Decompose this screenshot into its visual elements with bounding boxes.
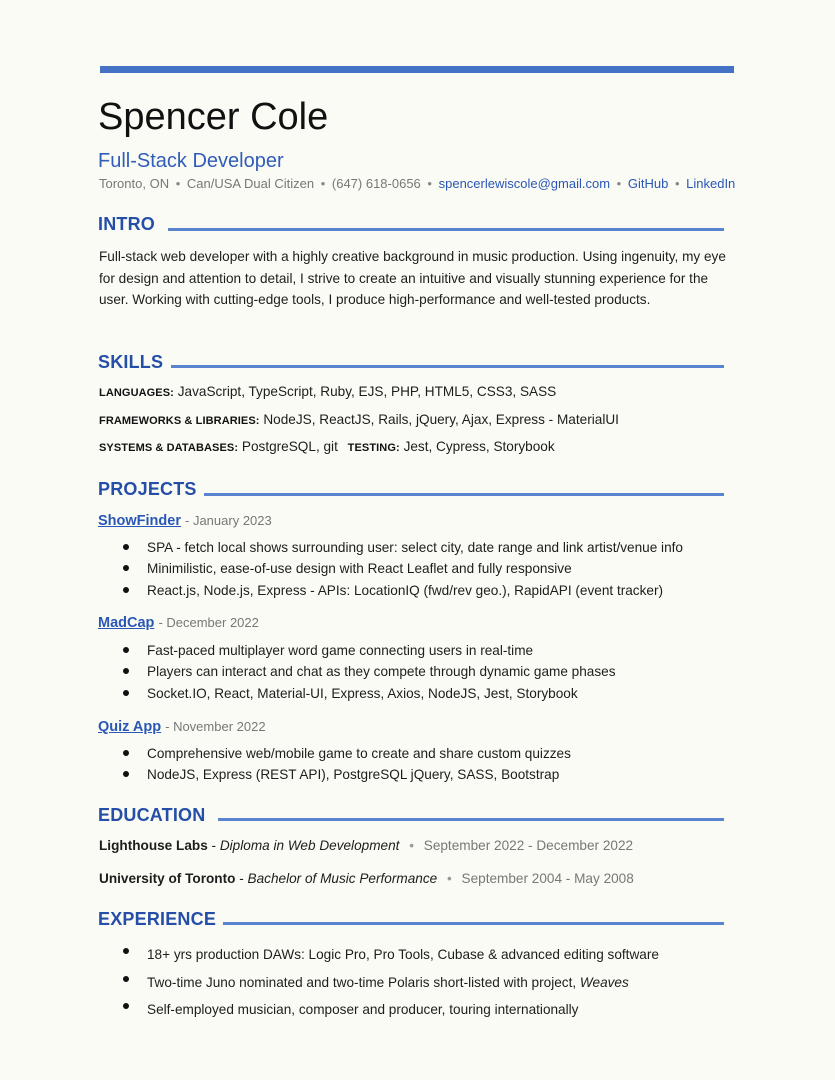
skills-systems-value: PostgreSQL, git	[241, 439, 338, 454]
section-rule	[218, 818, 724, 821]
skills-frameworks: FRAMEWORKS & LIBRARIES: NodeJS, ReactJS,…	[99, 412, 619, 427]
skills-systems-label: SYSTEMS & DATABASES:	[99, 442, 239, 454]
project-name-weaves: Weaves	[579, 974, 629, 990]
project-madcap: MadCap - December 2022	[98, 615, 259, 631]
experience-bullets: 18+ yrs production DAWs: Logic Pro, Pro …	[99, 941, 659, 1024]
section-title-skills: SKILLS	[98, 352, 164, 372]
section-title-education: EDUCATION	[98, 805, 206, 825]
skills-languages-value: JavaScript, TypeScript, Ruby, EJS, PHP, …	[177, 384, 557, 399]
degree: Diploma in Web Development	[219, 838, 400, 853]
separator: •	[616, 176, 622, 191]
separator: •	[320, 176, 326, 191]
phone-number: (647) 618-0656	[331, 176, 421, 191]
linkedin-link[interactable]: LinkedIn	[686, 176, 736, 191]
school-name: University of Toronto	[99, 871, 236, 886]
skills-languages-label: LANGUAGES:	[99, 387, 174, 399]
dash: -	[211, 838, 217, 853]
separator: •	[409, 838, 414, 853]
project-bullets: Comprehensive web/mobile game to create …	[99, 743, 571, 786]
email-link[interactable]: spencerlewiscole@gmail.com	[438, 176, 611, 191]
contact-line: Toronto, ON • Can/USA Dual Citizen • (64…	[99, 176, 735, 191]
intro-text: Full-stack web developer with a highly c…	[99, 249, 726, 307]
separator: •	[674, 176, 680, 191]
job-title: Full-Stack Developer	[98, 150, 284, 172]
education-entry: University of Toronto - Bachelor of Musi…	[99, 871, 634, 886]
list-item: SPA - fetch local shows surrounding user…	[99, 537, 683, 558]
dates: September 2022 - December 2022	[423, 838, 634, 853]
project-link[interactable]: MadCap	[98, 615, 155, 631]
project-link[interactable]: ShowFinder	[98, 513, 181, 529]
github-link[interactable]: GitHub	[627, 176, 669, 191]
section-title-experience: EXPERIENCE	[98, 909, 217, 929]
project-showfinder: ShowFinder - January 2023	[98, 513, 272, 529]
experience-text: Two-time Juno nominated and two-time Pol…	[147, 974, 580, 990]
section-rule	[171, 365, 724, 368]
citizenship: Can/USA Dual Citizen	[186, 176, 315, 191]
degree: Bachelor of Music Performance	[247, 871, 438, 886]
section-rule	[223, 922, 724, 925]
section-rule	[204, 493, 724, 496]
project-date: - November 2022	[165, 719, 266, 734]
separator: •	[427, 176, 432, 191]
section-rule	[168, 228, 724, 231]
skills-testing-label: TESTING:	[347, 442, 400, 454]
list-item: Socket.IO, React, Material-UI, Express, …	[99, 683, 616, 704]
skills-testing-value: Jest, Cypress, Storybook	[403, 439, 555, 454]
list-item: NodeJS, Express (REST API), PostgreSQL j…	[99, 764, 571, 785]
list-item: Fast-paced multiplayer word game connect…	[99, 640, 616, 661]
project-date: - January 2023	[185, 513, 272, 528]
education-entry: Lighthouse Labs - Diploma in Web Develop…	[99, 838, 633, 853]
dash: -	[239, 871, 244, 886]
separator: •	[446, 871, 452, 886]
project-date: - December 2022	[158, 615, 259, 630]
project-bullets: SPA - fetch local shows surrounding user…	[99, 537, 683, 601]
dates: September 2004 - May 2008	[461, 871, 634, 886]
project-bullets: Fast-paced multiplayer word game connect…	[99, 640, 616, 704]
list-item: 18+ yrs production DAWs: Logic Pro, Pro …	[99, 941, 659, 969]
list-item: React.js, Node.js, Express - APIs: Locat…	[99, 580, 683, 601]
skills-frameworks-value: NodeJS, ReactJS, Rails, jQuery, Ajax, Ex…	[263, 412, 619, 427]
project-link[interactable]: Quiz App	[98, 719, 162, 735]
project-quiz-app: Quiz App - November 2022	[98, 719, 266, 735]
section-title-intro: INTRO	[98, 214, 155, 234]
candidate-name: Spencer Cole	[98, 96, 329, 138]
list-item: Self-employed musician, composer and pro…	[99, 996, 659, 1024]
skills-frameworks-label: FRAMEWORKS & LIBRARIES:	[99, 415, 260, 427]
list-item: Minimilistic, ease-of-use design with Re…	[99, 558, 683, 579]
skills-systems: SYSTEMS & DATABASES: PostgreSQL, git TES…	[99, 439, 555, 454]
list-item: Two-time Juno nominated and two-time Pol…	[99, 969, 659, 997]
top-accent-bar	[100, 66, 734, 73]
skills-languages: LANGUAGES: JavaScript, TypeScript, Ruby,…	[99, 384, 556, 399]
separator: •	[175, 176, 181, 191]
section-title-projects: PROJECTS	[98, 479, 197, 499]
location: Toronto, ON	[99, 176, 170, 191]
school-name: Lighthouse Labs	[99, 838, 208, 853]
list-item: Comprehensive web/mobile game to create …	[99, 743, 571, 764]
list-item: Players can interact and chat as they co…	[99, 661, 616, 682]
